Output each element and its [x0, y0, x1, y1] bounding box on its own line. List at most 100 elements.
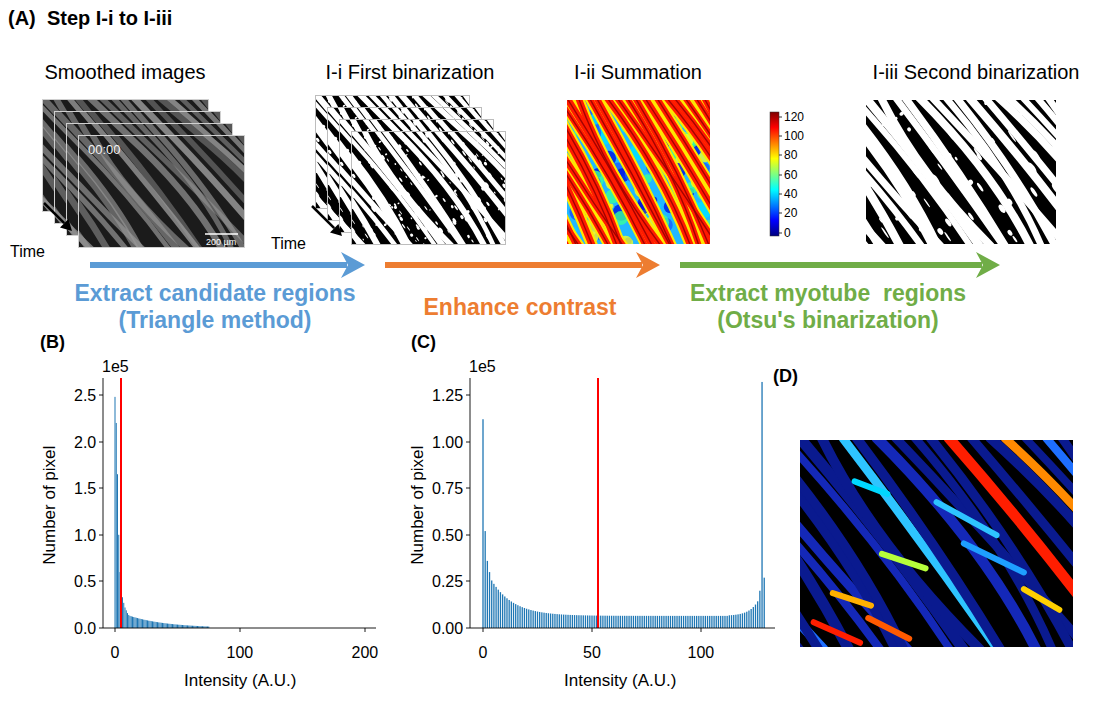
speckle — [467, 234, 471, 238]
bar — [487, 561, 488, 628]
bar — [511, 601, 512, 628]
speckle — [378, 140, 381, 143]
bar — [489, 572, 490, 628]
panel-label: (C) — [411, 332, 436, 354]
bar — [160, 623, 161, 628]
bar — [659, 616, 660, 628]
smoothed-image — [78, 135, 245, 248]
bar — [628, 616, 629, 628]
bar — [167, 624, 168, 628]
bar — [156, 622, 157, 628]
bar — [500, 592, 501, 628]
bar — [153, 622, 154, 628]
bar — [729, 615, 730, 628]
myotube — [667, 100, 710, 244]
panel-heading: Smoothed images — [44, 59, 205, 85]
bar — [750, 609, 751, 628]
tick-label: 0.0 — [74, 619, 96, 638]
speckle — [397, 202, 400, 205]
myotubes — [866, 100, 1056, 244]
bar — [724, 616, 725, 628]
myotube — [1046, 440, 1073, 647]
tick-mark — [466, 488, 470, 489]
time-axis-label: Time — [271, 234, 306, 253]
bar — [692, 616, 693, 628]
axis-title: Intensity (A.U.) — [184, 671, 296, 691]
bar — [661, 616, 662, 628]
tick-mark — [483, 628, 484, 632]
myotube — [491, 131, 506, 245]
panel-heading: I-iii Second binarization — [873, 59, 1080, 85]
bars — [115, 397, 210, 628]
speckle — [442, 198, 446, 203]
blob — [944, 232, 952, 242]
tick-mark — [99, 628, 103, 629]
tick-label: 1.0 — [74, 526, 96, 545]
bar — [735, 615, 736, 628]
bar — [722, 616, 723, 628]
bar — [663, 616, 664, 628]
bar — [535, 611, 536, 628]
time-arrow-shaft — [44, 203, 64, 223]
bar — [145, 620, 146, 628]
panel-label: (B) — [40, 332, 65, 354]
bar — [171, 624, 172, 628]
myotube — [1009, 100, 1056, 244]
step-label: Extract myotube regions (Otsu's binariza… — [663, 280, 993, 334]
speckle — [354, 116, 357, 119]
bar — [652, 616, 653, 628]
bar — [755, 605, 756, 628]
bar — [600, 616, 601, 628]
blob — [954, 156, 958, 161]
labelled-fragment — [833, 593, 871, 605]
myotube — [1023, 100, 1056, 244]
bar — [698, 616, 699, 628]
tick-mark — [115, 628, 116, 632]
bar — [550, 614, 551, 628]
bar — [602, 616, 603, 628]
tick-label: 1.25 — [432, 386, 463, 405]
bar — [146, 620, 147, 628]
bar — [517, 605, 518, 628]
time-arrow-shaft — [312, 206, 334, 228]
bar — [493, 584, 494, 628]
colorbar-tick: 20 — [784, 206, 797, 220]
colorbar-tick-mark — [779, 136, 782, 137]
bar — [163, 623, 164, 628]
speckle — [483, 161, 488, 166]
bar — [482, 419, 483, 628]
bar — [172, 624, 173, 628]
bar — [665, 616, 666, 628]
bar — [716, 616, 717, 628]
bar — [519, 606, 520, 628]
bar — [567, 615, 568, 628]
blob — [1029, 187, 1038, 198]
bar — [639, 616, 640, 628]
bar — [485, 531, 486, 628]
bar — [657, 616, 658, 628]
tick-mark — [466, 395, 470, 396]
axis-title: Number of pixel — [40, 446, 60, 565]
myotube — [589, 100, 670, 244]
tick-label: 0.75 — [432, 479, 463, 498]
tick-label: 100 — [688, 643, 715, 662]
bar — [563, 615, 564, 628]
tick-mark — [466, 535, 470, 536]
myotubes — [78, 135, 245, 248]
tick-label: 0.25 — [432, 572, 463, 591]
tick-label: 0 — [479, 643, 488, 662]
bar — [142, 619, 143, 628]
axis-spine — [103, 378, 376, 628]
bar — [181, 625, 182, 628]
blob — [976, 182, 984, 192]
speckle — [469, 160, 471, 162]
myotube — [696, 100, 710, 244]
speckle — [427, 179, 430, 182]
bar — [753, 607, 754, 628]
axis-spine — [470, 378, 775, 628]
speckle — [342, 104, 345, 107]
bar — [607, 616, 608, 628]
bar — [177, 625, 178, 628]
bar — [157, 622, 158, 628]
speckle — [399, 216, 404, 221]
